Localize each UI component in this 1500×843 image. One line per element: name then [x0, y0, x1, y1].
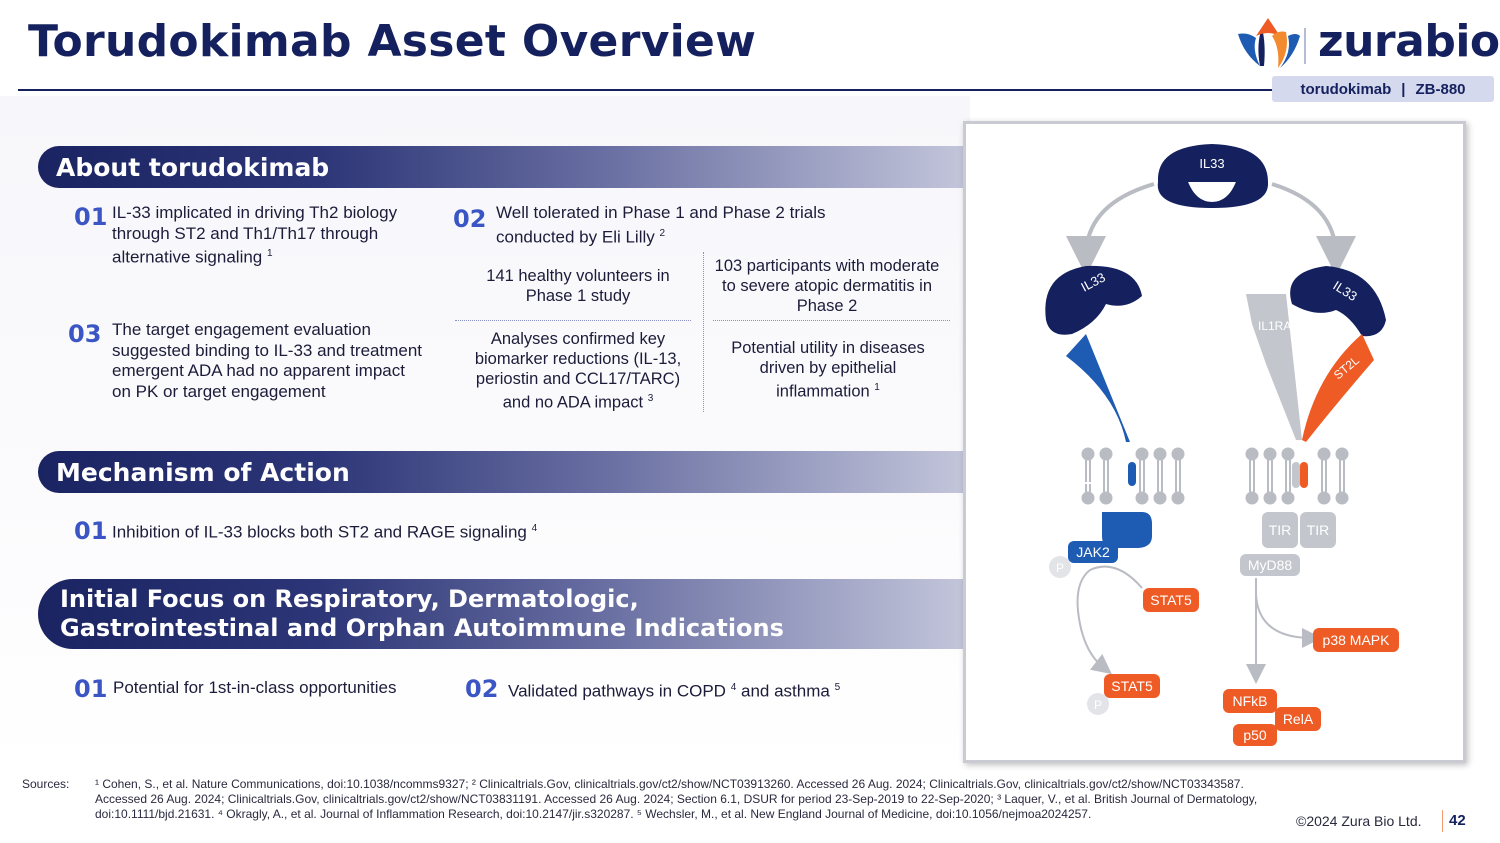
membrane-right — [1245, 447, 1349, 505]
grid-biomarkers: Analyses confirmed key biomarker reducti… — [474, 330, 682, 412]
svg-text:TIR: TIR — [1269, 522, 1292, 538]
zurabio-mark-icon — [1238, 18, 1300, 68]
stat5-node-b: STAT5 — [1104, 674, 1160, 698]
content-background — [0, 96, 970, 766]
svg-text:MyD88: MyD88 — [1248, 557, 1293, 573]
about-item3-text: The target engagement evaluation suggest… — [112, 320, 422, 401]
logo-divider — [1304, 28, 1306, 64]
focus-item2-text: Validated pathways in COPD 4 and asthma … — [508, 681, 841, 701]
st2l-receptor — [1302, 334, 1374, 442]
stat5-arrow — [1076, 565, 1143, 675]
about-item3-number: 03 — [68, 320, 102, 348]
svg-text:TIR: TIR — [1307, 522, 1330, 538]
phospho-p2: P — [1087, 693, 1109, 715]
membrane-left — [1081, 447, 1185, 505]
focus-banner: Initial Focus on Respiratory, Dermatolog… — [38, 579, 968, 649]
st2-transmembrane-left — [1128, 462, 1136, 486]
header-rule — [18, 89, 1280, 91]
svg-text:STAT5: STAT5 — [1111, 678, 1153, 694]
moa-banner: Mechanism of Action — [38, 451, 968, 493]
il1racp-transmembrane — [1292, 462, 1300, 488]
about-item1-text: IL-33 implicated in driving Th2 biology … — [112, 203, 398, 267]
svg-text:P: P — [1056, 561, 1064, 575]
asset-name: torudokimab — [1300, 80, 1392, 98]
svg-text:IL1RAcP: IL1RAcP — [1258, 319, 1305, 333]
grid-horizontal-divider-right — [713, 320, 950, 321]
page-number-divider — [1442, 810, 1443, 832]
arrow-right — [1271, 182, 1356, 276]
focus-heading-line2: Gastrointestinal and Orphan Autoimmune I… — [60, 614, 784, 642]
arrow-left — [1066, 182, 1155, 276]
about-item2-text: Well tolerated in Phase 1 and Phase 2 tr… — [496, 203, 826, 247]
company-logo: zurabio — [1234, 14, 1500, 74]
il33-left-ligand: IL33 — [1045, 265, 1142, 335]
moa-item1-number: 01 — [74, 517, 108, 545]
moa-item1-text: Inhibition of IL-33 blocks both ST2 and … — [112, 522, 538, 542]
copyright: ©2024 Zura Bio Ltd. — [1296, 813, 1422, 829]
grid-phase2: 103 participants with moderate to severe… — [714, 257, 940, 315]
page-title: Torudokimab Asset Overview — [28, 16, 757, 67]
focus-item1-text: Potential for 1st-in-class opportunities — [113, 678, 397, 697]
asset-tag-separator: | — [1401, 80, 1406, 98]
il33-right-ligand: IL33 — [1290, 266, 1386, 337]
sources-text: ¹ Cohen, S., et al. Nature Communication… — [95, 777, 1258, 821]
phospho-p1: P — [1049, 556, 1071, 578]
jak2-node: JAK2 — [1068, 541, 1118, 563]
grid-phase1: 141 healthy volunteers in Phase 1 study — [486, 267, 670, 305]
st2l-transmembrane — [1300, 462, 1308, 488]
grid-vertical-divider — [703, 252, 704, 412]
focus-item1-number: 01 — [74, 675, 108, 703]
logo-text: zurabio — [1318, 16, 1500, 67]
st2-intracellular-left — [1102, 512, 1152, 548]
focus-heading-line1: Initial Focus on Respiratory, Dermatolog… — [60, 585, 639, 613]
about-item2-number: 02 — [453, 205, 487, 233]
il1racp-receptor — [1246, 294, 1302, 440]
svg-text:RelA: RelA — [1283, 711, 1314, 727]
moa-heading: Mechanism of Action — [56, 457, 350, 487]
st2-receptor-left — [1066, 334, 1130, 442]
il33-signaling-diagram: IL33 IL33 IL1RAcP IL33 ST2L — [963, 121, 1466, 763]
tir-domains: TIR TIR — [1262, 512, 1336, 548]
svg-text:IL33: IL33 — [1199, 156, 1224, 171]
asset-tag: torudokimab | ZB-880 — [1272, 76, 1494, 102]
grid-potential-utility: Potential utility in diseases driven by … — [731, 339, 925, 401]
about-heading: About torudokimab — [56, 152, 330, 182]
il33-top-ligand: IL33 — [1157, 144, 1269, 208]
p50-node: p50 — [1233, 724, 1277, 746]
svg-text:p38 MAPK: p38 MAPK — [1323, 632, 1391, 648]
stat5-node-a: STAT5 — [1143, 588, 1199, 612]
focus-item2-number: 02 — [465, 675, 499, 703]
about-item1-number: 01 — [74, 203, 108, 231]
svg-text:p50: p50 — [1243, 727, 1267, 743]
grid-horizontal-divider-left — [455, 320, 691, 321]
svg-text:STAT5: STAT5 — [1150, 592, 1192, 608]
rela-node: RelA — [1275, 707, 1321, 731]
nfkb-node: NFkB — [1223, 689, 1277, 713]
svg-text:P: P — [1094, 698, 1102, 712]
p38-arrow — [1255, 593, 1322, 648]
myd88-node: MyD88 — [1240, 554, 1300, 576]
page-number: 42 — [1449, 812, 1466, 829]
svg-text:JAK2: JAK2 — [1076, 544, 1110, 560]
about-banner: About torudokimab — [38, 146, 968, 188]
sources-label: Sources: — [22, 777, 70, 791]
p38-mapk-node: p38 MAPK — [1313, 628, 1399, 652]
svg-text:NFkB: NFkB — [1233, 693, 1268, 709]
asset-code: ZB-880 — [1415, 80, 1466, 98]
